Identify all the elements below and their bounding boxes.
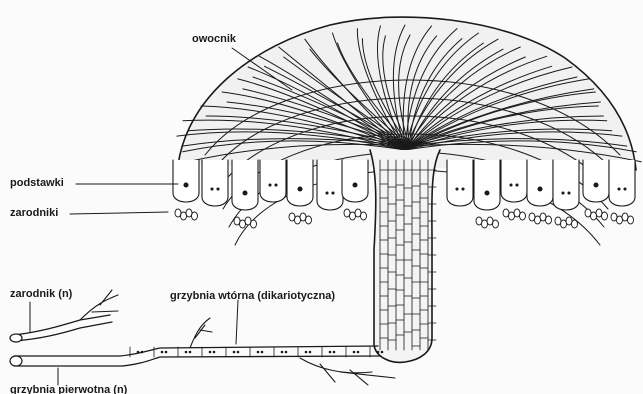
spore [192,212,198,220]
primary-hypha-lower [14,346,378,356]
nucleus-dot [377,351,379,353]
primary-tip-cell [10,356,22,366]
basidium-nucleus [456,188,458,190]
nucleus-dot [213,351,215,353]
basidium-nucleus [462,188,464,190]
nucleus-dot [161,351,163,353]
basidium [474,160,500,210]
nucleus-dot [261,351,263,353]
spore [306,216,312,224]
basidium-nucleus [594,183,598,187]
label-fruiting-body: owocnik [192,34,236,45]
nucleus-dot [353,351,355,353]
label-spores: zarodniki [10,208,58,219]
mycelium-branch-up [190,318,212,348]
basidium-nucleus [618,188,620,190]
nucleus-dot [233,351,235,353]
basidium [202,160,228,206]
basidium [287,160,313,206]
basidium-nucleus [568,192,570,194]
nucleus-dot [285,351,287,353]
spore [602,212,608,220]
spore [546,216,552,224]
basidium-nucleus [353,183,357,187]
basidium [317,160,343,210]
leader-zarodniki [70,212,168,214]
stipe-outline [370,150,440,362]
basidium [232,160,258,210]
nucleus-dot [237,351,239,353]
nucleus-dot [209,351,211,353]
nucleus-dot [309,351,311,353]
label-basidia: podstawki [10,178,64,189]
basidium [342,160,368,202]
nucleus-dot [329,351,331,353]
basidium-nucleus [538,187,542,191]
basidium [260,160,286,202]
nucleus-dot [333,351,335,353]
basidium [583,160,609,202]
basidium [173,160,199,202]
label-spore-n: zarodnik (n) [10,289,72,300]
basidium-nucleus [275,184,277,186]
basidium-nucleus [298,187,302,191]
nucleus-dot [381,351,383,353]
nucleus-dot [357,351,359,353]
mycelium-branches-bottom [300,358,395,385]
basidium-nucleus [217,188,219,190]
label-secondary-mycelium: grzybnia wtórna (dikariotyczna) [170,291,335,302]
basidium-nucleus [485,191,489,195]
leader-wtorna [236,300,238,344]
basidium-nucleus [243,191,247,195]
basidium [553,160,579,210]
spore [493,220,499,228]
spore-n-cell [10,334,22,342]
basidium-nucleus [516,184,518,186]
nucleus-dot [189,351,191,353]
basidium [527,160,553,206]
basidium [501,160,527,202]
nucleus-dot [257,351,259,353]
nucleus-dot [185,351,187,353]
spore [251,220,257,228]
basidium-nucleus [184,183,188,187]
basidium-nucleus [211,188,213,190]
basidium-nucleus [562,192,564,194]
label-primary-mycelium: grzybnia pierwotna (n) [10,385,127,394]
basidium-nucleus [510,184,512,186]
nucleus-dot [165,351,167,353]
basidium-nucleus [624,188,626,190]
basidium-nucleus [269,184,271,186]
nucleus-dot [281,351,283,353]
nucleus-dot [305,351,307,353]
spore [628,216,634,224]
spore [520,212,526,220]
basidium-nucleus [332,192,334,194]
basidium [609,160,635,206]
basidium [447,160,473,206]
primary-branch-a [80,290,118,320]
spore [361,212,367,220]
spore [572,220,578,228]
basidium-nucleus [326,192,328,194]
primary-hypha-lower-2 [14,356,380,366]
